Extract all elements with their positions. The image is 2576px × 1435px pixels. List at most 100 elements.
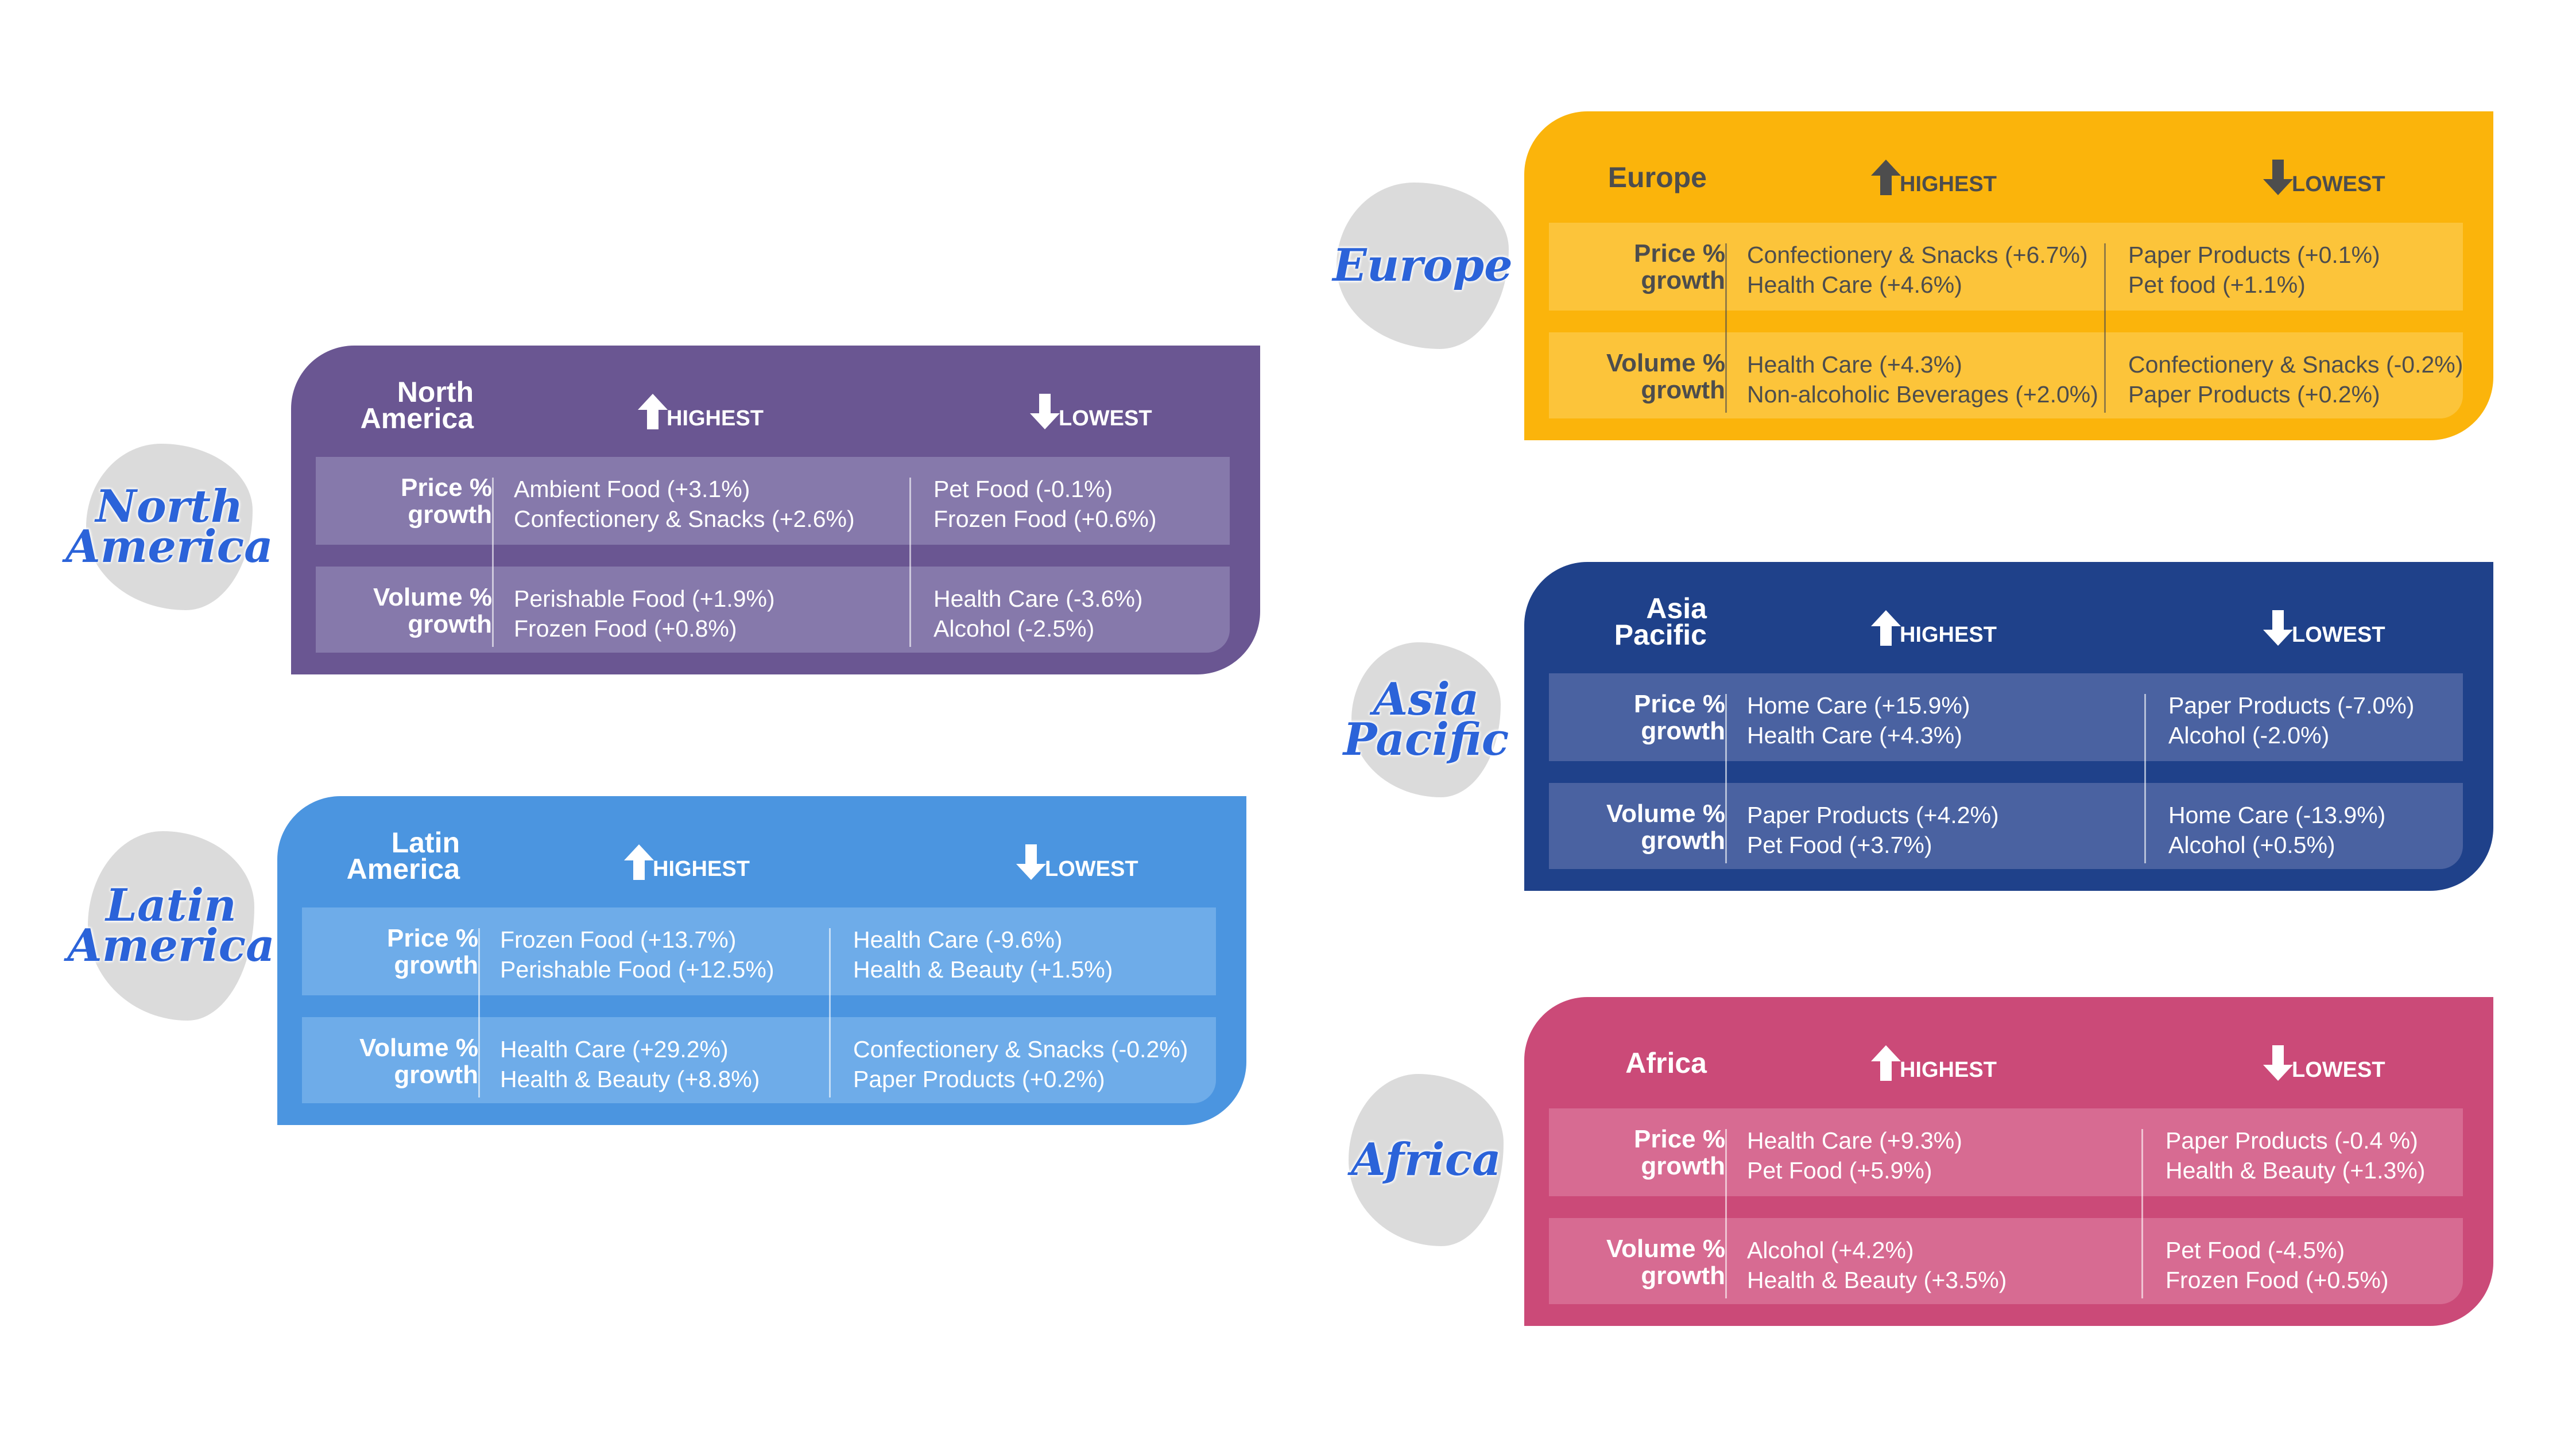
asia-pacific-panel: Asia Pacific HIGHEST LOWEST Price % grow… bbox=[1524, 562, 2493, 891]
item: Perishable Food (+12.5%) bbox=[500, 956, 774, 983]
region-title: Europe bbox=[1607, 161, 1707, 193]
price-row-label: Price % growth bbox=[1634, 690, 1725, 745]
column-divider bbox=[2141, 1129, 2143, 1298]
item: Confectionery & Snacks (+2.6%) bbox=[514, 506, 855, 532]
column-divider bbox=[829, 928, 831, 1097]
item: Health Care (+9.3%) bbox=[1747, 1127, 1962, 1154]
volume-growth-row: Volume % growth Health Care (+29.2%)Heal… bbox=[302, 1017, 1216, 1103]
item: Pet Food (+3.7%) bbox=[1747, 832, 1932, 858]
lowest-cell: Pet Food (-0.1%)Frozen Food (+0.6%) bbox=[933, 474, 1157, 534]
column-divider bbox=[1725, 1129, 1727, 1298]
price-row-label: Price % growth bbox=[1634, 1125, 1725, 1180]
asia-pacific-map-label: Asia Pacific bbox=[1343, 673, 1509, 766]
north-america-map-silhouette bbox=[86, 444, 253, 610]
item: Frozen Food (+0.5%) bbox=[2166, 1267, 2389, 1293]
item: Paper Products (-7.0%) bbox=[2168, 692, 2415, 719]
latin-america-map-label: Latin America bbox=[67, 879, 275, 972]
item: Paper Products (+0.1%) bbox=[2128, 242, 2380, 268]
highest-header: HIGHEST bbox=[1900, 172, 1997, 196]
price-growth-row: Price % growth Home Care (+15.9%)Health … bbox=[1549, 673, 2463, 761]
lowest-cell: Health Care (-3.6%)Alcohol (-2.5%) bbox=[933, 584, 1143, 643]
item: Health & Beauty (+1.3%) bbox=[2166, 1157, 2426, 1184]
volume-growth-row: Volume % growth Paper Products (+4.2%) Pe… bbox=[1549, 783, 2463, 869]
lowest-cell: Confectionery & Snacks (-0.2%) Paper Prod… bbox=[853, 1034, 1188, 1094]
item: Pet Food (+5.9%) bbox=[1747, 1157, 1932, 1184]
column-divider bbox=[909, 478, 911, 647]
highest-cell: Paper Products (+4.2%) Pet Food (+3.7%) bbox=[1747, 800, 1999, 860]
europe-map-silhouette bbox=[1337, 183, 1509, 349]
latin-america-panel: Latin America HIGHEST LOWEST Price % gro… bbox=[277, 796, 1246, 1125]
item: Health Care (+4.3%) bbox=[1747, 722, 1962, 748]
highest-cell: Frozen Food (+13.7%) Perishable Food (+12… bbox=[500, 925, 774, 984]
volume-row-label: Volume % growth bbox=[1606, 349, 1725, 404]
price-growth-row: Price % growth Confectionery & Snacks (+… bbox=[1549, 223, 2463, 311]
item: Alcohol (-2.0%) bbox=[2168, 722, 2330, 748]
item: Alcohol (-2.5%) bbox=[933, 615, 1095, 642]
lowest-header: LOWEST bbox=[1059, 406, 1152, 430]
volume-growth-row: Volume % growth Perishable Food (+1.9%)F… bbox=[316, 567, 1230, 653]
volume-row-label: Volume % growth bbox=[359, 1034, 478, 1089]
price-growth-row: Price % growth Ambient Food (+3.1%) Confe… bbox=[316, 457, 1230, 545]
highest-cell: Perishable Food (+1.9%) Frozen Food (+0.8… bbox=[514, 584, 775, 643]
highest-cell: Home Care (+15.9%)Health Care (+4.3%) bbox=[1747, 691, 1970, 750]
arrow-up-icon bbox=[1869, 158, 1903, 196]
column-divider bbox=[2144, 694, 2146, 863]
arrow-down-icon bbox=[1014, 843, 1048, 881]
highest-header: HIGHEST bbox=[667, 406, 764, 430]
column-divider bbox=[1725, 243, 1727, 413]
column-divider bbox=[492, 478, 494, 647]
item: Ambient Food (+3.1%) bbox=[514, 476, 750, 502]
arrow-down-icon bbox=[2261, 158, 2295, 196]
africa-panel: Africa HIGHEST LOWEST Price % growth Hea… bbox=[1524, 997, 2493, 1326]
lowest-cell: Home Care (-13.9%)Alcohol (+0.5%) bbox=[2168, 800, 2385, 860]
europe-map-label: Europe bbox=[1332, 239, 1513, 292]
arrow-down-icon bbox=[1028, 393, 1062, 430]
arrow-up-icon bbox=[636, 393, 670, 430]
highest-cell: Ambient Food (+3.1%) Confectionery & Snac… bbox=[514, 474, 855, 534]
item: Pet Food (-4.5%) bbox=[2166, 1237, 2345, 1263]
latin-america-map-silhouette bbox=[88, 831, 254, 1021]
price-row-label: Price % growth bbox=[401, 474, 492, 529]
highest-cell: Health Care (+4.3%)Non-alcoholic Beverag… bbox=[1747, 350, 2098, 409]
item: Confectionery & Snacks (-0.2%) bbox=[2128, 351, 2463, 378]
volume-row-label: Volume % growth bbox=[1606, 1235, 1725, 1290]
item: Health Care (+29.2%) bbox=[500, 1036, 729, 1062]
lowest-header: LOWEST bbox=[2292, 1058, 2385, 1082]
item: Paper Products (+0.2%) bbox=[2128, 381, 2380, 408]
north-america-panel: North America HIGHEST LOWEST Price % gro… bbox=[291, 346, 1260, 674]
item: Alcohol (+4.2%) bbox=[1747, 1237, 1914, 1263]
lowest-cell: Paper Products (-7.0%) Alcohol (-2.0%) bbox=[2168, 691, 2414, 750]
item: Health & Beauty (+1.5%) bbox=[853, 956, 1113, 983]
volume-row-label: Volume % growth bbox=[1606, 800, 1725, 855]
item: Non-alcoholic Beverages (+2.0%) bbox=[1747, 381, 2098, 408]
price-growth-row: Price % growth Frozen Food (+13.7%)Peris… bbox=[302, 907, 1216, 995]
item: Confectionery & Snacks (-0.2%) bbox=[853, 1036, 1188, 1062]
item: Frozen Food (+0.6%) bbox=[933, 506, 1157, 532]
item: Confectionery & Snacks (+6.7%) bbox=[1747, 242, 2088, 268]
arrow-down-icon bbox=[2261, 609, 2295, 647]
item: Health Care (+4.6%) bbox=[1747, 272, 1962, 298]
region-title: Asia Pacific bbox=[1614, 592, 1707, 651]
item: Frozen Food (+13.7%) bbox=[500, 926, 737, 953]
region-title: Africa bbox=[1625, 1047, 1707, 1079]
highest-cell: Alcohol (+4.2%)Health & Beauty (+3.5%) bbox=[1747, 1235, 2006, 1295]
price-growth-row: Price % growth Health Care (+9.3%) Pet Fo… bbox=[1549, 1108, 2463, 1196]
item: Paper Products (+4.2%) bbox=[1747, 802, 1999, 828]
lowest-cell: Pet Food (-4.5%) Frozen Food (+0.5%) bbox=[2166, 1235, 2389, 1295]
highest-header: HIGHEST bbox=[1900, 1058, 1997, 1082]
volume-growth-row: Volume % growth Health Care (+4.3%)Non-a… bbox=[1549, 332, 2463, 418]
region-title: North America bbox=[360, 376, 474, 435]
item: Perishable Food (+1.9%) bbox=[514, 585, 775, 612]
item: Frozen Food (+0.8%) bbox=[514, 615, 737, 642]
highest-header: HIGHEST bbox=[653, 857, 750, 881]
item: Paper Products (+0.2%) bbox=[853, 1066, 1105, 1092]
north-america-map-label: North America bbox=[65, 480, 273, 573]
lowest-cell: Paper Products (-0.4 %)Health & Beauty (… bbox=[2166, 1126, 2425, 1185]
volume-growth-row: Volume % growth Alcohol (+4.2%)Health & … bbox=[1549, 1218, 2463, 1304]
item: Health Care (-9.6%) bbox=[853, 926, 1063, 953]
asia-pacific-map-silhouette bbox=[1351, 642, 1501, 797]
lowest-header: LOWEST bbox=[1045, 857, 1138, 881]
highest-cell: Confectionery & Snacks (+6.7%) Health Car… bbox=[1747, 240, 2088, 300]
highest-cell: Health Care (+9.3%) Pet Food (+5.9%) bbox=[1747, 1126, 1962, 1185]
lowest-header: LOWEST bbox=[2292, 172, 2385, 196]
